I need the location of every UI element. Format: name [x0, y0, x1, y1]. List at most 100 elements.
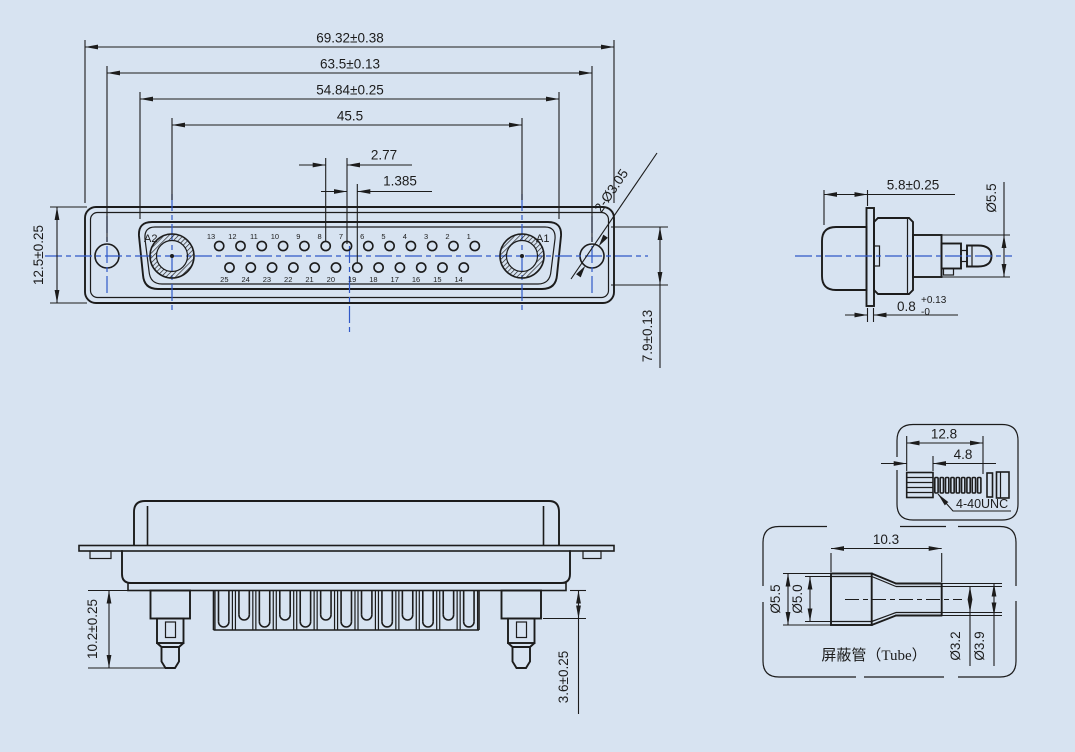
- flange-tab-left: [89, 550, 112, 560]
- nut: [995, 471, 1010, 499]
- pin: [469, 240, 481, 252]
- svg-text:7.9±0.13: 7.9±0.13: [640, 310, 655, 362]
- screw-thread: [933, 476, 982, 494]
- tube-cone: [870, 572, 897, 626]
- coax-label-a2: A2: [144, 233, 157, 245]
- dimension-insert-width: 54.84±0.25: [139, 83, 560, 219]
- shield-tube: [830, 572, 962, 626]
- coax-center-dot: [170, 254, 174, 258]
- coax-label-a1: A1: [536, 233, 549, 245]
- pin-number: 12: [228, 232, 236, 241]
- dimension-row-offset: 1.385: [321, 174, 432, 263]
- pin-number: 8: [318, 232, 322, 241]
- svg-text:69.32±0.38: 69.32±0.38: [316, 31, 383, 46]
- pin: [330, 262, 342, 273]
- insert-outline: [138, 221, 562, 290]
- solder-cups: [212, 590, 480, 631]
- svg-text:5.8±0.25: 5.8±0.25: [887, 178, 939, 193]
- pin-number: 17: [391, 275, 399, 284]
- dimension-flange-height: 12.5±0.25: [31, 206, 87, 304]
- svg-text:10.2±0.25: 10.2±0.25: [85, 599, 100, 659]
- insulator-strip: [127, 582, 567, 592]
- insert-inner-outline: [144, 226, 556, 285]
- svg-text:4-40UNC: 4-40UNC: [956, 497, 1008, 511]
- screw-head: [905, 471, 934, 499]
- coax-tail-left: [149, 589, 191, 669]
- pin: [458, 262, 470, 273]
- screw-detail: 12.8 4.8 4-40UNC: [881, 423, 1019, 521]
- tube-label: 屏蔽管（Tube）: [821, 647, 926, 664]
- dimension-tube-outer-small: Ø3.9: [941, 582, 1002, 666]
- pin-number: 21: [305, 275, 313, 284]
- dimension-tube-outer-large: Ø5.5: [768, 572, 831, 626]
- washer: [986, 472, 994, 498]
- coax-contact-side-view: 5.8±0.25 Ø5.5 0.8 +0.13 -0: [795, 178, 1012, 322]
- pin-number: 1: [467, 232, 471, 241]
- dimension-contact-step: 3.6±0.25: [543, 589, 586, 714]
- svg-text:-0: -0: [921, 307, 930, 318]
- pin: [213, 240, 225, 252]
- pin: [224, 262, 235, 273]
- dimension-screw-length: 12.8: [906, 427, 984, 474]
- pin-number: 5: [381, 232, 385, 241]
- flange-tab-right: [582, 550, 602, 560]
- flange-plate: [78, 544, 615, 560]
- pin: [235, 240, 246, 252]
- pin-number: 9: [296, 232, 300, 241]
- jackscrew: [905, 471, 1010, 499]
- svg-text:4.8: 4.8: [954, 447, 973, 462]
- pin: [437, 262, 448, 273]
- pin: [309, 262, 321, 273]
- dimension-depth: 5.8±0.25: [823, 178, 955, 225]
- flange-outline: [84, 206, 615, 304]
- pin-number: 3: [424, 232, 428, 241]
- cup-slots: [214, 590, 479, 630]
- pin: [448, 240, 459, 252]
- dimension-tube-bore-large: Ø5.0: [790, 575, 831, 623]
- detail-box: [896, 423, 1019, 521]
- pin-number: 13: [207, 232, 215, 241]
- contact-step-tab: [942, 267, 955, 276]
- pin-number: 15: [433, 275, 441, 284]
- svg-text:Ø3.2: Ø3.2: [948, 631, 963, 660]
- connector-body: [121, 550, 571, 584]
- pin: [256, 240, 268, 252]
- pin: [245, 262, 257, 273]
- pin-number: 19: [348, 275, 356, 284]
- pin: [394, 262, 406, 273]
- pin-number: 22: [284, 275, 292, 284]
- svg-text:54.84±0.25: 54.84±0.25: [316, 83, 383, 98]
- pin-number: 14: [454, 275, 462, 284]
- shroud: [133, 500, 560, 546]
- svg-text:2-Ø3.05: 2-Ø3.05: [591, 166, 631, 215]
- svg-text:3.6±0.25: 3.6±0.25: [556, 651, 571, 703]
- svg-text:Ø5.5: Ø5.5: [768, 584, 783, 613]
- pin-number: 6: [360, 232, 364, 241]
- dimension-coax-spacing: 45.5: [171, 109, 523, 200]
- svg-text:Ø5.5: Ø5.5: [984, 183, 999, 212]
- tube-small-section: [895, 582, 943, 617]
- dimension-pin-pitch: 2.77: [299, 148, 412, 244]
- coax-contact-a2: [149, 233, 195, 279]
- pin-number: 18: [369, 275, 377, 284]
- coax-contact-a1: [499, 233, 545, 279]
- tube-large-section: [830, 572, 873, 626]
- contact-flange-plate: [865, 207, 875, 307]
- pin-number: 25: [220, 275, 228, 284]
- pin-number: 2: [445, 232, 449, 241]
- dimension-barrel-diameter: Ø5.5: [941, 182, 1010, 278]
- dimension-overall-width: 69.32±0.38: [84, 31, 615, 203]
- pin: [287, 262, 299, 273]
- svg-text:+0.13: +0.13: [921, 295, 947, 306]
- pin: [415, 262, 427, 273]
- connector-side-view: 10.2±0.25 3.6±0.25: [78, 500, 615, 714]
- pin: [351, 262, 363, 273]
- tube-detail: 10.3 Ø5.5 Ø5.0 Ø3.2 Ø3.9 屏蔽管（Tube）: [762, 525, 1017, 678]
- dimension-insert-height: 7.9±0.13: [611, 226, 668, 368]
- svg-text:45.5: 45.5: [337, 109, 363, 124]
- pin: [405, 240, 417, 252]
- dimension-flange-thickness: 0.8 +0.13 -0: [845, 295, 958, 322]
